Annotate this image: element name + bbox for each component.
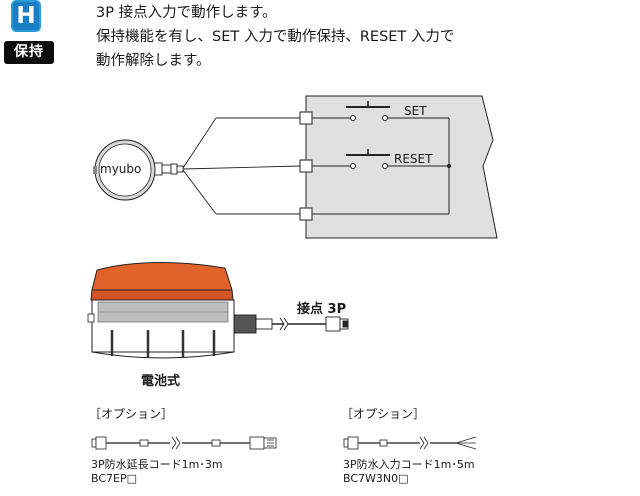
option1-heading: ［オプション］ [89,407,174,421]
option2-cord-illustration [343,436,477,450]
terminal-3 [299,207,313,221]
junction-dot [447,164,451,168]
option1-cord-illustration [91,436,277,450]
option2-model: BC7W3N0□ [343,472,409,485]
device-label: myubo [100,162,142,176]
switch-set [312,101,449,121]
product-illustration [87,262,235,359]
terminal-1 [299,111,313,125]
mode-label: 保持 [4,41,54,64]
switch-reset [312,149,449,169]
myubo-device [93,139,156,201]
option2-name: 3P防水入力コード1m･5m [343,458,475,471]
product-caption: 電池式 [141,374,181,389]
description-line-3: 動作解除します。 [96,53,211,69]
option2-heading: ［オプション］ [341,407,426,421]
terminal-2 [299,159,313,173]
device-connector [151,162,184,176]
switch-reset-label: RESET [394,152,433,166]
option1-model: BC7EP□ [91,472,138,485]
product-cable [233,314,349,334]
connector-label: 接点 3P [297,302,347,317]
description-line-1: 3P 接点入力で動作します。 [96,5,277,21]
description-line-2: 保持機能を有し、SET 入力で動作保持、RESET 入力で [96,29,455,45]
option1-name: 3P防水延長コード1m･3m [91,458,223,471]
terminal-panel [305,95,498,239]
device-wires [182,117,301,215]
mode-letter: H [11,0,41,32]
mode-badge: H 保持 [0,0,56,66]
switch-set-label: SET [404,104,427,118]
